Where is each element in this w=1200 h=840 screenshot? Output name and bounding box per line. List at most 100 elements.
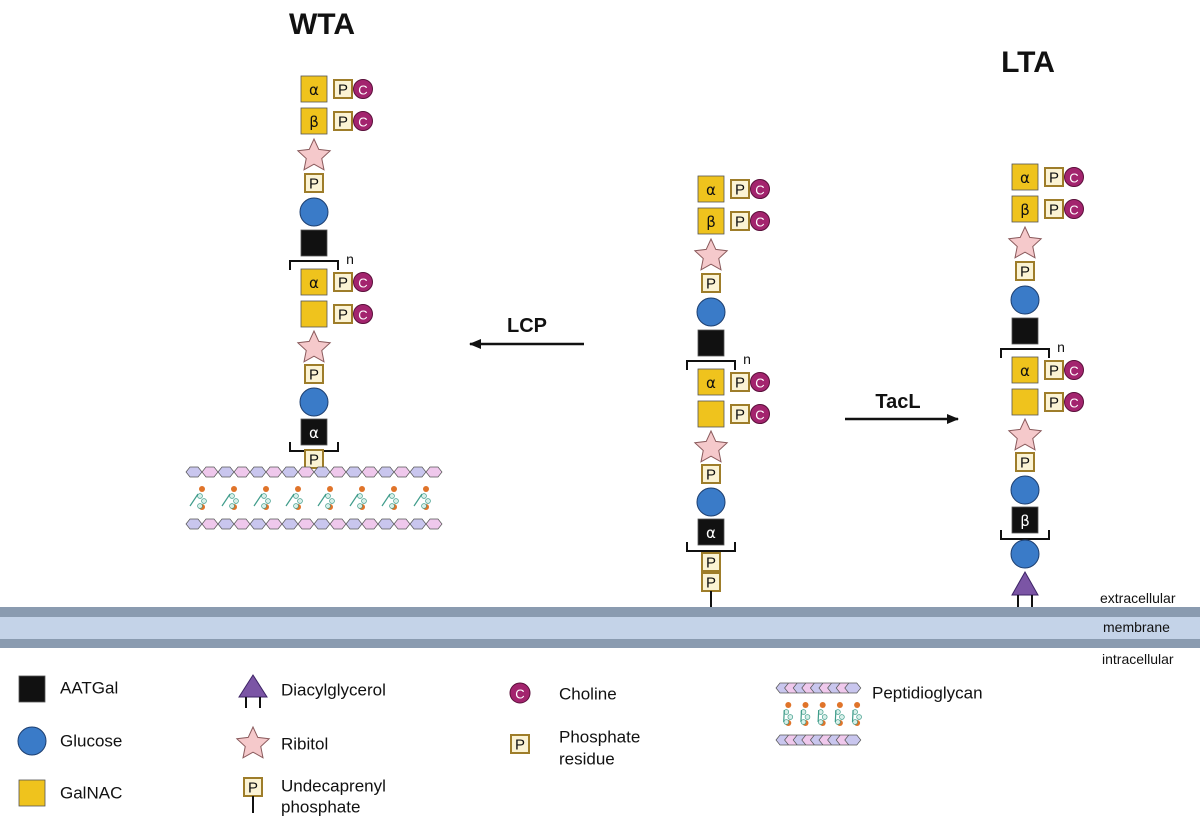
membrane-outer-layer [0, 607, 1200, 617]
legend-aatgal-icon [18, 675, 46, 703]
choline-label: C [358, 115, 367, 130]
glucose-circle [696, 297, 726, 327]
peptide-bead [357, 493, 363, 499]
glycan-sugar-hexagon [345, 466, 363, 478]
phosphate-square [304, 173, 324, 193]
glycan-sugar-hexagon [265, 466, 283, 478]
peptide-bead [293, 503, 299, 509]
glucose-circle [1010, 285, 1040, 315]
glycan-sugar-hexagon [409, 466, 427, 478]
phosphate-square [304, 449, 324, 469]
peptide-crosslink [285, 493, 295, 507]
galnac-square [300, 107, 328, 135]
glycan-sugar-hexagon [425, 466, 443, 478]
phosphate-label: P [706, 555, 716, 572]
galnac-square [1011, 356, 1039, 384]
glycan-sugar-hexagon [844, 734, 862, 746]
peptide-bead [265, 498, 271, 504]
peptide-bead [361, 498, 367, 504]
diacylglycerol-triangle [1011, 570, 1039, 596]
anomer-label: α [1020, 169, 1030, 187]
peptide-crosslink [783, 709, 785, 723]
glycan-sugar-hexagon [201, 466, 219, 478]
choline-circle [1064, 167, 1084, 187]
peptide-bead [852, 719, 858, 725]
legend-galnac-label: GalNAC [60, 784, 122, 803]
peptide-bead [835, 719, 841, 725]
crosslink-node [391, 486, 397, 492]
lta-title: LTA [1001, 46, 1055, 79]
phosphate-label: P [735, 182, 745, 199]
glycan-sugar-hexagon [313, 466, 331, 478]
phosphate-label: P [248, 780, 258, 797]
galnac-square [300, 268, 328, 296]
legend-ribitol-label: Ribitol [281, 735, 328, 754]
phosphate-label: P [735, 214, 745, 231]
choline-label: C [755, 408, 764, 423]
peptide-bead [201, 498, 207, 504]
legend-undecaprenyl-label: Undecaprenyl [281, 777, 386, 796]
tacl-label: TacL [875, 391, 920, 413]
peptide-bead [389, 503, 395, 509]
peptide-crosslink [349, 493, 359, 507]
choline-circle [509, 682, 531, 704]
choline-circle [1064, 199, 1084, 219]
glycan-sugar-hexagon [377, 518, 395, 530]
anomer-label: α [1020, 362, 1030, 380]
phosphate-label: P [309, 452, 319, 469]
choline-label: C [755, 183, 764, 198]
legend-galnac-icon [18, 779, 46, 807]
phosphate-square [1015, 261, 1035, 281]
repeat-bracket-open [289, 260, 339, 270]
legend-phosphate-label-2: residue [559, 750, 615, 769]
peptide-bead [839, 714, 845, 720]
phosphate-label: P [735, 375, 745, 392]
anomer-label: β [1020, 512, 1030, 530]
glucose-circle [17, 726, 47, 756]
choline-circle [353, 111, 373, 131]
choline-label: C [358, 276, 367, 291]
glucose-circle [299, 387, 329, 417]
aatgal-square [300, 418, 328, 446]
crosslink-node [231, 486, 237, 492]
legend-aatgal-label: AATGal [60, 679, 118, 698]
peptide-bead [425, 498, 431, 504]
glycan-sugar-hexagon [217, 466, 235, 478]
peptide-bead [357, 503, 363, 509]
phosphate-square [510, 734, 530, 754]
repeat-n-label: n [743, 351, 751, 367]
peptide-bead [787, 714, 794, 720]
repeat-n-label: n [346, 251, 354, 267]
legend-phosphate-label: Phosphate [559, 728, 640, 747]
glucose-circle [1010, 539, 1040, 569]
glycan-sugar-hexagon [265, 518, 283, 530]
phosphate-label: P [1020, 264, 1030, 281]
choline-label: C [1069, 171, 1078, 186]
ribitol-star [693, 237, 729, 271]
legend-glucose-label: Glucose [60, 732, 122, 751]
galnac-square [300, 75, 328, 103]
phosphate-square [730, 211, 750, 231]
legend-peptidoglycan-icon [775, 682, 862, 746]
phosphate-square [333, 304, 353, 324]
phosphate-label: P [1020, 455, 1030, 472]
aatgal-square [1011, 506, 1039, 534]
peptide-bead [329, 498, 335, 504]
anomer-label: α [309, 274, 319, 292]
aatgal-square [300, 229, 328, 257]
phosphate-square [1044, 392, 1064, 412]
glycan-sugar-hexagon [217, 518, 235, 530]
glycan-sugar-hexagon [377, 466, 395, 478]
galnac-square [1011, 195, 1039, 223]
glycan-sugar-hexagon [361, 518, 379, 530]
phosphate-square [1015, 452, 1035, 472]
anomer-label: β [1020, 201, 1030, 219]
cell-membrane [0, 607, 1200, 648]
legend-diacylglycerol-icon [238, 674, 268, 698]
repeat-n-label: n [1057, 339, 1065, 355]
crosslink-node [836, 702, 843, 708]
glycan-sugar-hexagon [297, 466, 315, 478]
